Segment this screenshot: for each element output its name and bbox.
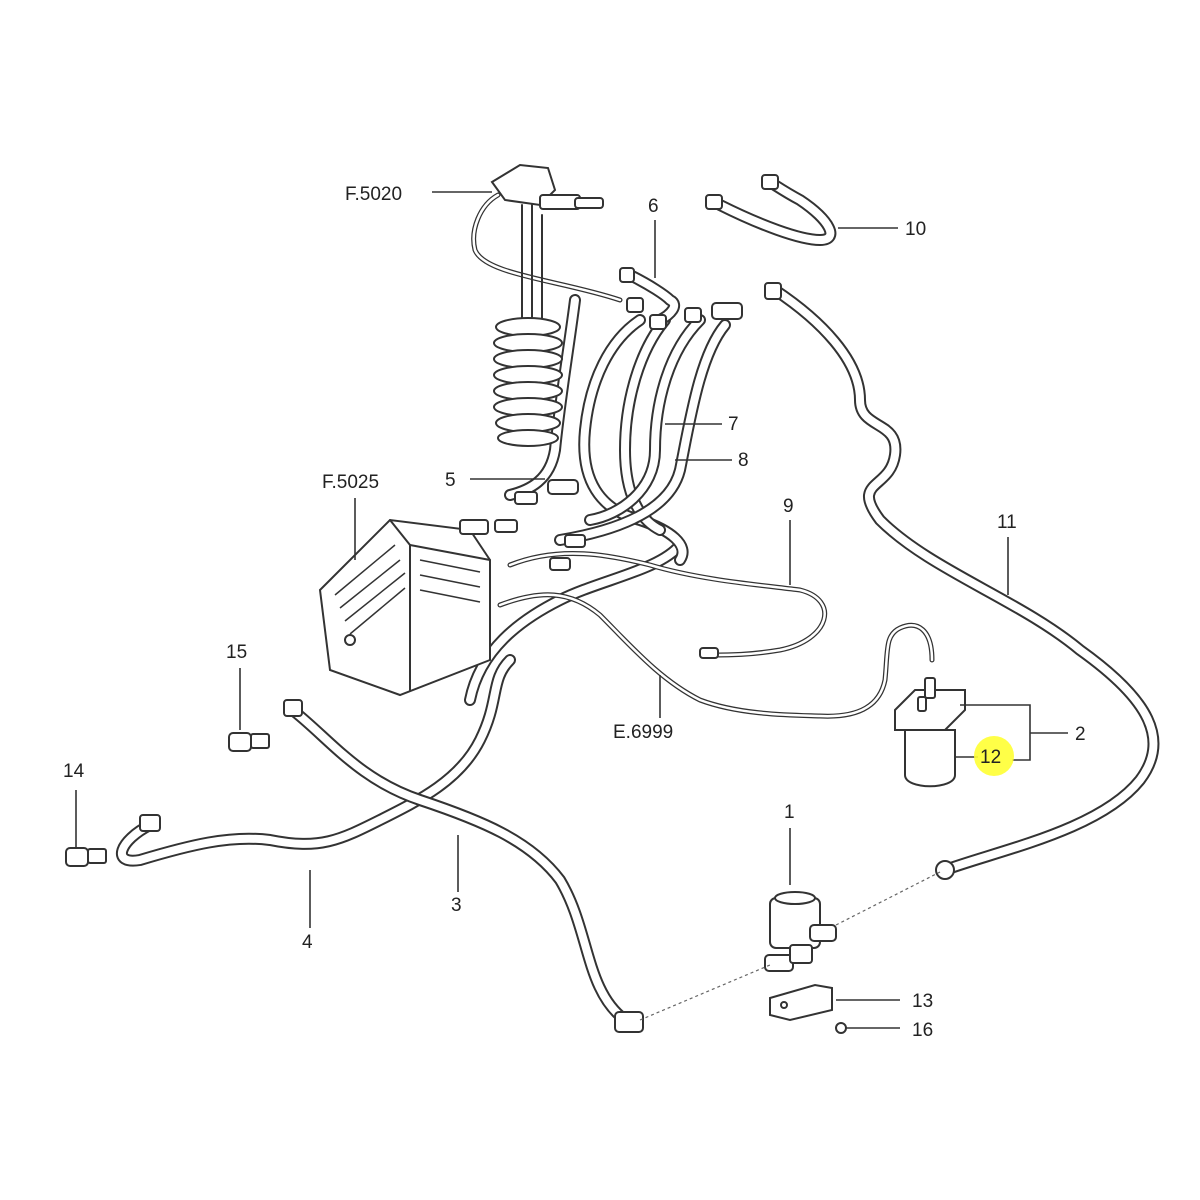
label-1: 1 <box>784 802 795 823</box>
label-5: 5 <box>445 470 456 491</box>
leader-lines <box>75 191 1068 1029</box>
label-12: 12 <box>980 747 1001 768</box>
hoses <box>115 176 1160 1026</box>
label-4: 4 <box>302 932 313 953</box>
label-13: 13 <box>912 991 933 1012</box>
callouts: F.5020 6 10 7 8 5 F.5025 9 11 E.6999 2 1… <box>63 184 1086 1041</box>
label-f5025: F.5025 <box>322 472 379 493</box>
fittings <box>65 174 955 1033</box>
solenoid-valve <box>764 891 837 972</box>
assembly-lines <box>639 871 941 1021</box>
label-16: 16 <box>912 1020 933 1041</box>
boiler-block-f5025 <box>318 518 518 697</box>
label-e6999: E.6999 <box>613 722 673 743</box>
label-8: 8 <box>738 450 749 471</box>
label-3: 3 <box>451 895 462 916</box>
label-9: 9 <box>783 496 794 517</box>
heating-element-f5020 <box>490 163 604 447</box>
part-12-highlight <box>974 736 1014 776</box>
label-6: 6 <box>648 196 659 217</box>
label-14: 14 <box>63 761 85 782</box>
label-f5020: F.5020 <box>345 184 402 205</box>
label-15: 15 <box>226 642 247 663</box>
wires <box>471 192 935 719</box>
filter-cartridge <box>894 677 966 788</box>
label-7: 7 <box>728 414 739 435</box>
mounting-bracket <box>769 983 847 1034</box>
label-2: 2 <box>1075 724 1086 745</box>
label-10: 10 <box>905 219 926 240</box>
label-11: 11 <box>997 512 1017 533</box>
